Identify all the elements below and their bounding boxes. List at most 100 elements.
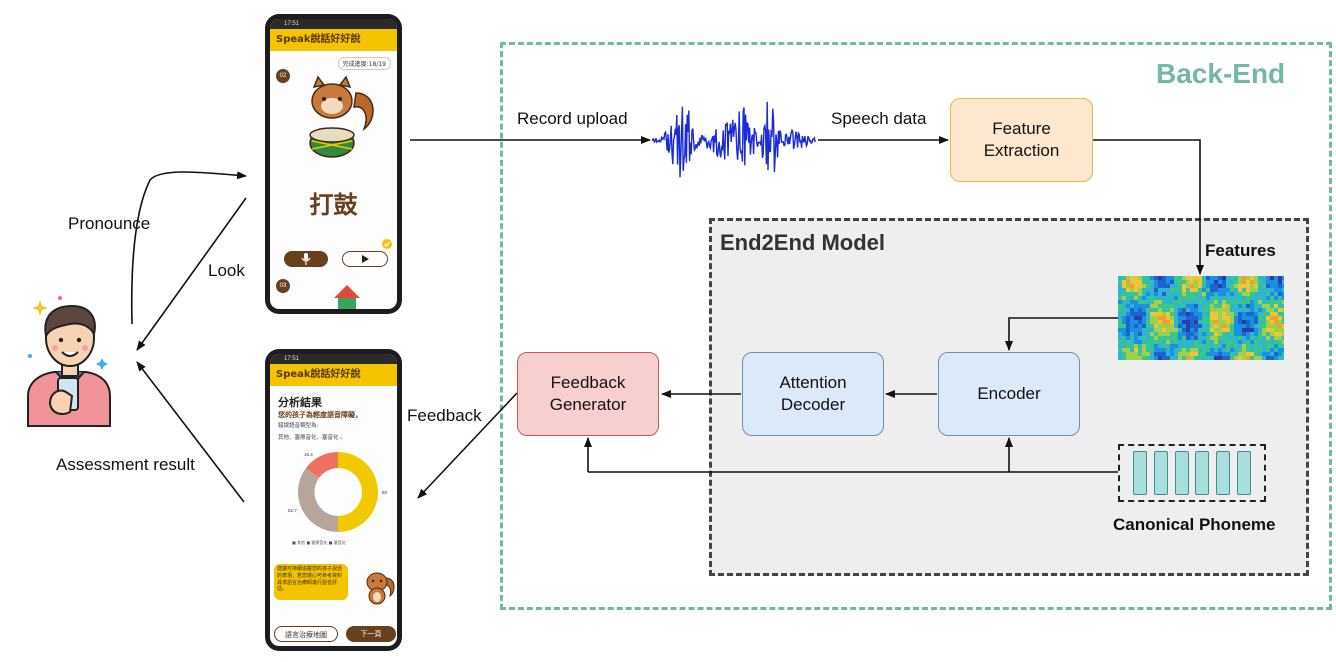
spectrogram-cell	[1218, 276, 1222, 280]
spectrogram-cell	[1126, 300, 1130, 304]
spectrogram-cell	[1282, 308, 1284, 312]
spectrogram-cell	[1242, 284, 1246, 288]
spectrogram-cell	[1206, 312, 1210, 316]
spectrogram-cell	[1262, 356, 1266, 360]
spectrogram-cell	[1218, 300, 1222, 304]
spectrogram-cell	[1162, 316, 1166, 320]
spectrogram-cell	[1226, 276, 1230, 280]
spectrogram-cell	[1230, 280, 1234, 284]
spectrogram-cell	[1158, 320, 1162, 324]
spectrogram-cell	[1258, 316, 1262, 320]
end2end-model-title: End2End Model	[720, 230, 885, 255]
spectrogram-cell	[1254, 336, 1258, 340]
spectrogram-cell	[1262, 280, 1266, 284]
spectrogram-cell	[1222, 336, 1226, 340]
spectrogram-cell	[1190, 312, 1194, 316]
spectrogram-cell	[1254, 284, 1258, 288]
spectrogram-cell	[1118, 296, 1122, 300]
spectrogram-cell	[1170, 316, 1174, 320]
spectrogram-cell	[1158, 336, 1162, 340]
spectrogram-cell	[1150, 304, 1154, 308]
spectrogram-cell	[1246, 340, 1250, 344]
spectrogram-cell	[1130, 300, 1134, 304]
spectrogram-cell	[1166, 320, 1170, 324]
spectrogram-cell	[1142, 288, 1146, 292]
spectrogram-cell	[1258, 336, 1262, 340]
spectrogram-cell	[1214, 300, 1218, 304]
spectrogram-cell	[1190, 352, 1194, 356]
spectrogram-cell	[1194, 356, 1198, 360]
spectrogram-cell	[1174, 336, 1178, 340]
spectrogram-cell	[1278, 276, 1282, 280]
look-arrow	[136, 197, 247, 351]
spectrogram-cell	[1266, 292, 1270, 296]
spectrogram-cell	[1158, 312, 1162, 316]
phone-top: 17:51 Speak說話好好說 完成進度:18/19 02 打鼓 03	[265, 14, 402, 314]
spectrogram-cell	[1126, 328, 1130, 332]
spectrogram-cell	[1142, 340, 1146, 344]
next-page-button[interactable]: 下一頁	[346, 626, 396, 642]
spectrogram-cell	[1226, 344, 1230, 348]
spectrogram-cell	[1202, 348, 1206, 352]
spectrogram-cell	[1170, 324, 1174, 328]
spectrogram-cell	[1238, 292, 1242, 296]
spectrogram-cell	[1262, 336, 1266, 340]
spectrogram-cell	[1270, 340, 1274, 344]
spectrogram-cell	[1218, 308, 1222, 312]
speech-therapy-map-button[interactable]: 語言治療地圖	[274, 626, 338, 642]
feature-extraction-line2: Extraction	[983, 141, 1060, 160]
spectrogram-cell	[1242, 304, 1246, 308]
spectrogram-cell	[1206, 304, 1210, 308]
spectrogram-cell	[1206, 320, 1210, 324]
spectrogram-cell	[1170, 356, 1174, 360]
backend-title: Back-End	[1156, 58, 1286, 89]
spectrogram-cell	[1182, 308, 1186, 312]
spectrogram-cell	[1166, 336, 1170, 340]
spectrogram-cell	[1166, 308, 1170, 312]
spectrogram-cell	[1202, 356, 1206, 360]
spectrogram-cell	[1118, 284, 1122, 288]
spectrogram-cell	[1242, 336, 1246, 340]
spectrogram-cell	[1130, 340, 1134, 344]
spectrogram-cell	[1178, 356, 1182, 360]
spectrogram-cell	[1174, 324, 1178, 328]
spectrogram-cell	[1150, 316, 1154, 320]
spectrogram-cell	[1146, 332, 1150, 336]
spectrogram-cell	[1186, 304, 1190, 308]
spectrogram-cell	[1182, 312, 1186, 316]
spectrogram-cell	[1134, 300, 1138, 304]
spectrogram-cell	[1210, 328, 1214, 332]
spectrogram-cell	[1198, 308, 1202, 312]
spectrogram-cell	[1186, 296, 1190, 300]
play-button[interactable]	[342, 251, 388, 267]
spectrogram-cell	[1206, 348, 1210, 352]
spectrogram-cell	[1162, 308, 1166, 312]
spectrogram-cell	[1166, 284, 1170, 288]
spectrogram-cell	[1234, 304, 1238, 308]
record-button[interactable]	[284, 251, 328, 267]
spectrogram-cell	[1170, 328, 1174, 332]
spectrogram-cell	[1138, 356, 1142, 360]
spectrogram-cell	[1266, 336, 1270, 340]
spectrogram-cell	[1162, 312, 1166, 316]
spectrogram-cell	[1258, 276, 1262, 280]
spectrogram-cell	[1242, 352, 1246, 356]
spectrogram-cell	[1206, 344, 1210, 348]
spectrogram-cell	[1154, 292, 1158, 296]
feedback-arrow	[417, 392, 518, 499]
spectrogram-cell	[1162, 280, 1166, 284]
spectrogram-cell	[1186, 280, 1190, 284]
spectrogram-cell	[1258, 344, 1262, 348]
spectrogram-cell	[1130, 336, 1134, 340]
spectrogram-cell	[1262, 288, 1266, 292]
spectrogram-cell	[1142, 308, 1146, 312]
spectrogram-cell	[1142, 296, 1146, 300]
spectrogram-cell	[1166, 288, 1170, 292]
spectrogram-cell	[1198, 328, 1202, 332]
spectrogram-cell	[1242, 280, 1246, 284]
spectrogram-cell	[1238, 316, 1242, 320]
spectrogram-cell	[1182, 292, 1186, 296]
spectrogram-cell	[1190, 344, 1194, 348]
spectrogram-cell	[1274, 328, 1278, 332]
donut-legend: ■ 其他 ■ 塞擦音化 ■ 塞音化	[292, 540, 346, 545]
